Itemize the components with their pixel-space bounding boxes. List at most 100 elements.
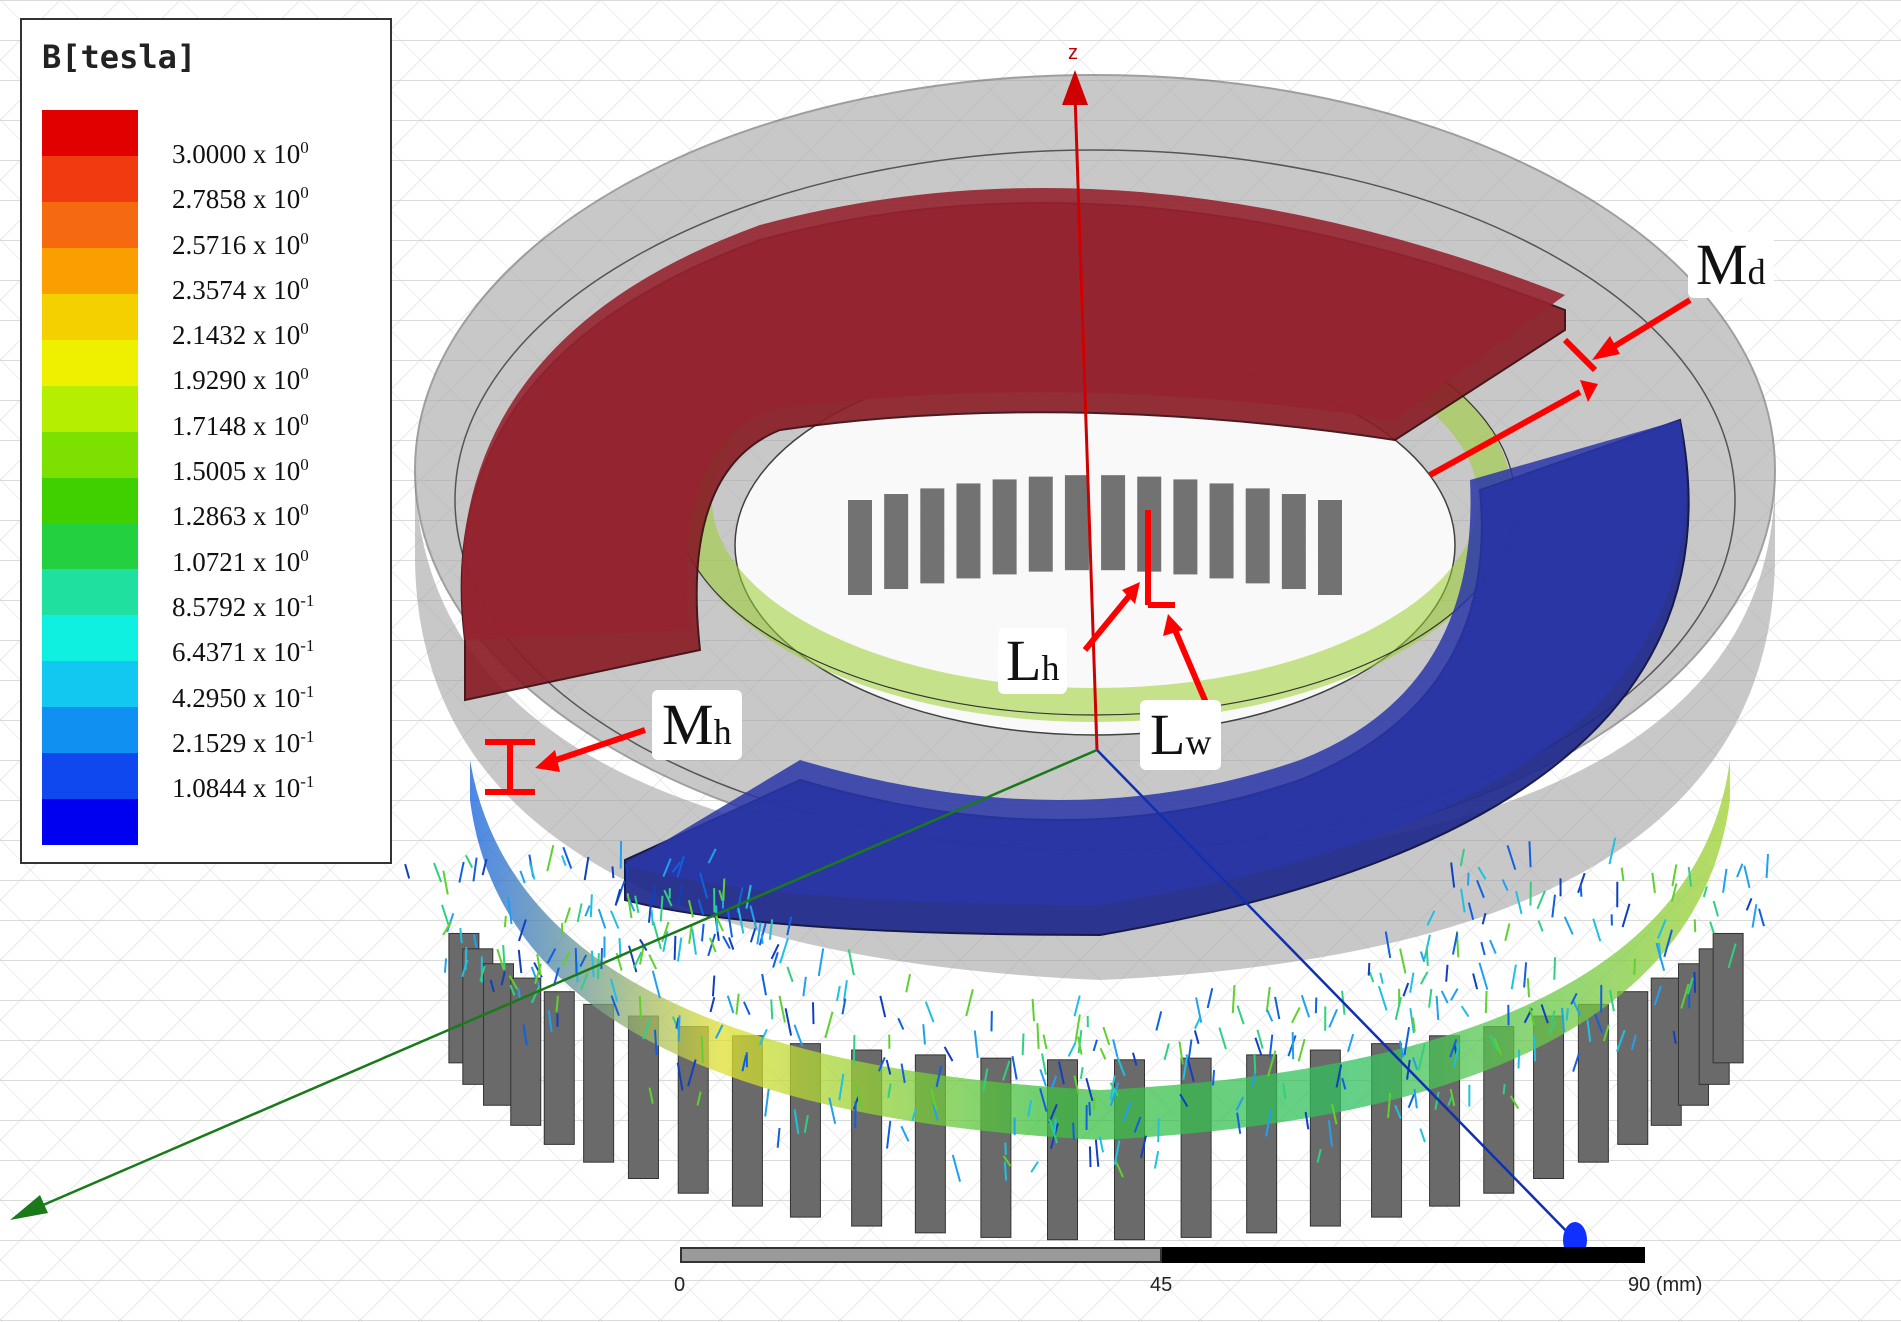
flux-vector <box>1002 1155 1012 1167</box>
flux-vector <box>709 996 716 1013</box>
legend-color-bar <box>42 110 138 845</box>
flux-vector <box>1265 1108 1273 1137</box>
legend-swatch <box>42 753 138 800</box>
legend-value-label: 8.5792 x 10-1 <box>172 590 315 622</box>
flux-vector <box>1102 1026 1111 1046</box>
flux-vector <box>811 1002 815 1025</box>
flux-vector <box>1194 1017 1201 1030</box>
flux-vector <box>1109 1082 1120 1097</box>
flux-vector <box>1577 872 1586 894</box>
flux-vector <box>768 919 774 940</box>
flux-vector <box>1571 998 1582 1016</box>
lw-arrow <box>1172 628 1213 714</box>
flux-vector <box>700 1036 704 1064</box>
legend-swatch <box>42 615 138 662</box>
flux-vector <box>1042 1034 1048 1050</box>
flux-vector <box>1235 1096 1245 1111</box>
flux-vector <box>776 1127 781 1148</box>
flux-vector <box>1300 994 1311 1018</box>
flux-vector <box>1592 918 1602 942</box>
legend-value-label: 1.0844 x 10-1 <box>172 772 315 804</box>
flux-vector <box>404 863 411 879</box>
flux-vector <box>1460 888 1466 913</box>
flux-vector <box>1114 1159 1124 1178</box>
flux-vector <box>786 916 793 936</box>
flux-vector <box>770 943 780 960</box>
flux-vector <box>1751 904 1758 928</box>
flux-vector <box>1478 962 1489 990</box>
legend-value-label: 6.4371 x 10-1 <box>172 636 315 668</box>
flux-vector <box>1394 996 1402 1020</box>
flux-vector <box>530 966 541 987</box>
flux-vector <box>1053 1117 1057 1135</box>
flux-vector <box>965 989 974 1017</box>
flux-vector <box>642 1018 651 1040</box>
flux-vector <box>1282 1082 1287 1099</box>
inner-stator-tooth <box>1245 488 1270 584</box>
flux-vector <box>1088 1101 1092 1116</box>
flux-vector <box>838 1073 845 1101</box>
legend-swatch <box>42 155 138 202</box>
flux-vector <box>651 970 661 999</box>
flux-vector <box>707 933 717 957</box>
legend-value-label: 1.9290 x 100 <box>172 364 309 396</box>
flux-vector <box>711 975 716 997</box>
flux-vector <box>1467 902 1475 920</box>
flux-vector <box>626 893 633 919</box>
north-magnet-top-face <box>461 187 1566 641</box>
flux-vector <box>1548 1020 1557 1035</box>
flux-vector <box>1440 990 1449 1004</box>
flux-vector <box>1609 989 1615 1012</box>
flux-vector <box>597 908 607 929</box>
flux-vector <box>584 905 591 917</box>
legend-value-label: 2.1432 x 100 <box>172 319 309 351</box>
flux-vector <box>1057 1061 1065 1085</box>
flux-vector <box>760 933 764 944</box>
stator-tooth <box>1113 1059 1145 1241</box>
flux-vector <box>1509 1095 1520 1110</box>
flux-vector <box>1736 863 1744 878</box>
flux-vector <box>1445 964 1449 982</box>
flux-vector <box>1155 1011 1163 1031</box>
z-axis-label: z <box>1068 42 1078 64</box>
flux-vector <box>722 935 731 950</box>
flux-vector <box>1073 995 1081 1017</box>
flux-vector <box>1489 939 1497 954</box>
flux-vector <box>1331 1104 1338 1125</box>
flux-vector <box>697 898 705 916</box>
flux-vector <box>530 985 541 1004</box>
flux-vector <box>1304 1111 1310 1130</box>
callout-md-sub: d <box>1747 252 1766 292</box>
flux-vector <box>1621 903 1631 928</box>
flux-vector <box>1099 1047 1107 1060</box>
flux-vector <box>943 1046 954 1062</box>
flux-vector <box>647 895 653 923</box>
flux-vector <box>1472 973 1479 990</box>
flux-vector <box>793 1109 800 1135</box>
flux-vector <box>1615 1029 1626 1052</box>
flux-vector <box>1502 1083 1506 1095</box>
flux-vector <box>561 951 571 966</box>
flux-vector <box>841 998 847 1015</box>
flux-vector <box>1489 1034 1499 1052</box>
legend-value-label: 3.0000 x 100 <box>172 138 309 169</box>
flux-vector <box>1132 1052 1138 1066</box>
flux-vector <box>1493 1037 1503 1056</box>
flux-vector <box>442 870 449 895</box>
inner-stator-tooth <box>1318 500 1342 595</box>
flux-vector <box>507 896 513 925</box>
flux-vector <box>1663 929 1673 958</box>
stator-tooth <box>1712 932 1744 1064</box>
z-axis-arrowhead <box>1062 70 1088 105</box>
flux-vector <box>489 979 495 993</box>
flux-vector <box>1368 971 1375 983</box>
scale-label-45: 45 <box>1150 1274 1173 1296</box>
flux-vector <box>1540 1004 1549 1024</box>
flux-vector <box>1039 1069 1047 1087</box>
flux-vector <box>745 884 752 909</box>
flux-vector <box>735 993 740 1015</box>
mh-arrow <box>549 727 646 765</box>
flux-vector <box>676 855 685 878</box>
flux-vector <box>472 857 478 882</box>
flux-vector <box>1182 1054 1189 1080</box>
